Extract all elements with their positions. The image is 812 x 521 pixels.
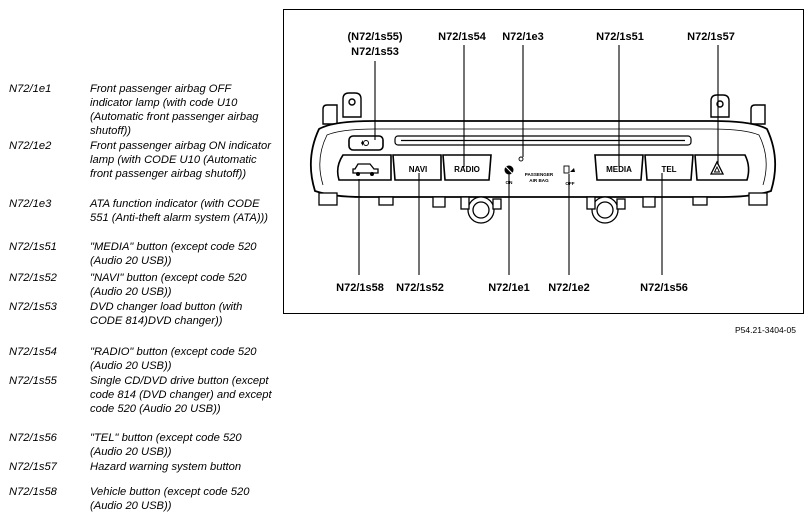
legend-code: N72/1e2 <box>9 140 52 152</box>
callout-n72-1s57: N72/1s57 <box>687 31 735 43</box>
legend-description: Front passenger airbag ON indicator lamp… <box>90 140 271 180</box>
legend-code: N72/1e1 <box>9 83 52 95</box>
passenger-airbag-on-indicator: OFF <box>563 165 575 186</box>
eject-icon <box>361 140 369 146</box>
callout-n72-1s55: (N72/1s55) <box>347 31 402 43</box>
callout-n72-1s56: N72/1s56 <box>640 282 688 294</box>
tel-label: TEL <box>661 165 676 174</box>
legend-code: N72/1s55 <box>9 375 57 387</box>
legend-description: Front passenger airbag OFF indicator lam… <box>90 83 259 137</box>
callout-n72-1s54: N72/1s54 <box>438 31 487 43</box>
legend-code: N72/1s51 <box>9 241 57 253</box>
cd-slot <box>394 135 692 146</box>
legend-description: "MEDIA" button (except code 520 (Audio 2… <box>90 241 257 267</box>
leader-lines <box>358 45 719 275</box>
legend-description: "RADIO" button (except code 520 (Audio 2… <box>90 346 257 372</box>
legend-description: Single CD/DVD drive button (except code … <box>90 375 272 415</box>
legend-description: DVD changer load button (with CODE 814)D… <box>90 301 243 327</box>
callout-n72-1s51: N72/1s51 <box>596 31 644 43</box>
hazard-warning-icon <box>709 160 725 175</box>
tel-button[interactable]: TEL <box>644 154 694 181</box>
legend-code: N72/1s58 <box>9 486 57 498</box>
mounting-brackets <box>322 92 766 125</box>
ata-function-indicator <box>518 156 524 162</box>
control-panel-diagram: NAVI RADIO ON PASSENGER AIR BAG OFF MEDI… <box>309 31 777 294</box>
callout-n72-1s58: N72/1s58 <box>336 282 384 294</box>
vehicle-button[interactable] <box>336 154 392 181</box>
figure-reference: P54.21-3404-05 <box>735 325 796 335</box>
callout-n72-1s53: N72/1s53 <box>351 46 399 58</box>
legend-description: "TEL" button (except code 520 (Audio 20 … <box>90 432 242 458</box>
legend-description: "NAVI" button (except code 520 (Audio 20… <box>90 272 247 298</box>
media-label: MEDIA <box>606 165 632 174</box>
callout-n72-1e2: N72/1e2 <box>548 282 590 294</box>
radio-button[interactable]: RADIO <box>442 154 492 181</box>
legend-code: N72/1e3 <box>9 198 52 210</box>
legend: N72/1e1 Front passenger airbag OFF indic… <box>0 0 280 521</box>
figure-frame <box>283 9 804 314</box>
callout-n72-1e3: N72/1e3 <box>502 31 544 43</box>
legend-description: Hazard warning system button <box>90 461 242 473</box>
callout-labels: (N72/1s55) N72/1s53 N72/1s54 N72/1e3 N72… <box>336 31 735 294</box>
legend-code: N72/1s56 <box>9 432 57 444</box>
navi-label: NAVI <box>409 165 428 174</box>
media-button[interactable]: MEDIA <box>594 154 644 181</box>
legend-code: N72/1s53 <box>9 301 57 313</box>
callout-n72-1e1: N72/1e1 <box>488 282 530 294</box>
navi-button[interactable]: NAVI <box>392 154 442 181</box>
radio-label: RADIO <box>454 165 480 174</box>
legend-description: Vehicle button (except code 520 (Audio 2… <box>90 486 250 512</box>
legend-code: N72/1s54 <box>9 346 57 358</box>
callout-n72-1s52: N72/1s52 <box>396 282 444 294</box>
legend-description: ATA function indicator (with CODE 551 (A… <box>90 198 268 224</box>
rear-connectors <box>318 192 768 224</box>
passenger-label: PASSENGER <box>525 172 554 177</box>
hazard-button[interactable] <box>694 154 750 181</box>
air-bag-label: AIR BAG <box>529 178 549 183</box>
off-label: OFF <box>565 181 574 186</box>
eject-button[interactable] <box>348 135 384 151</box>
car-icon <box>352 163 379 176</box>
legend-code: N72/1s57 <box>9 461 57 473</box>
legend-code: N72/1s52 <box>9 272 57 284</box>
